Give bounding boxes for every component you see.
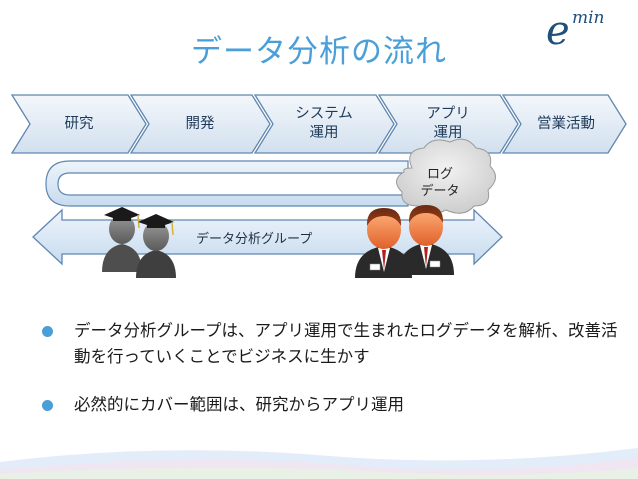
stage-chevron-2 [129, 94, 271, 154]
stage-label-app-ops: アプリ 運用 [426, 106, 470, 141]
researcher-figure-2 [136, 214, 176, 278]
stage-chevron-4 [377, 94, 519, 154]
stage-chevron-1 [10, 94, 147, 154]
stage-chevron-5 [501, 94, 627, 154]
logo-sup: min [572, 8, 605, 28]
bullet-list: データ分析グループは、アプリ運用で生まれたログデータを解析、改善活動を行っていく… [42, 318, 622, 418]
researcher-figure-1 [102, 207, 142, 272]
bullet-item: 必然的にカバー範囲は、研究からアプリ運用 [42, 392, 622, 418]
stage-label-sales: 営業活動 [537, 115, 595, 132]
bullet-text: 必然的にカバー範囲は、研究からアプリ運用 [74, 395, 404, 414]
page-title: データ分析の流れ [191, 34, 447, 70]
businessman-figure-2 [398, 205, 454, 275]
stage-chevron-3 [253, 94, 395, 154]
businessman-figure-1 [355, 208, 412, 278]
log-data-cloud [396, 138, 496, 214]
cloud-label: ログ データ [420, 167, 460, 199]
stage-label-development: 開発 [185, 115, 215, 132]
logo-letter: e [546, 8, 570, 54]
group-label: データ分析グループ [196, 232, 313, 247]
bullet-dot-icon [42, 326, 53, 337]
bullet-text: データ分析グループは、アプリ運用で生まれたログデータを解析、改善活動を行っていく… [74, 321, 618, 366]
feedback-arrow [45, 160, 409, 207]
stage-label-system-ops: システム 運用 [295, 106, 353, 141]
footer-decoration [0, 448, 638, 479]
emin-logo: e min [546, 6, 616, 54]
stage-label-research: 研究 [64, 115, 94, 132]
bullet-dot-icon [42, 400, 53, 411]
bullet-item: データ分析グループは、アプリ運用で生まれたログデータを解析、改善活動を行っていく… [42, 318, 622, 370]
